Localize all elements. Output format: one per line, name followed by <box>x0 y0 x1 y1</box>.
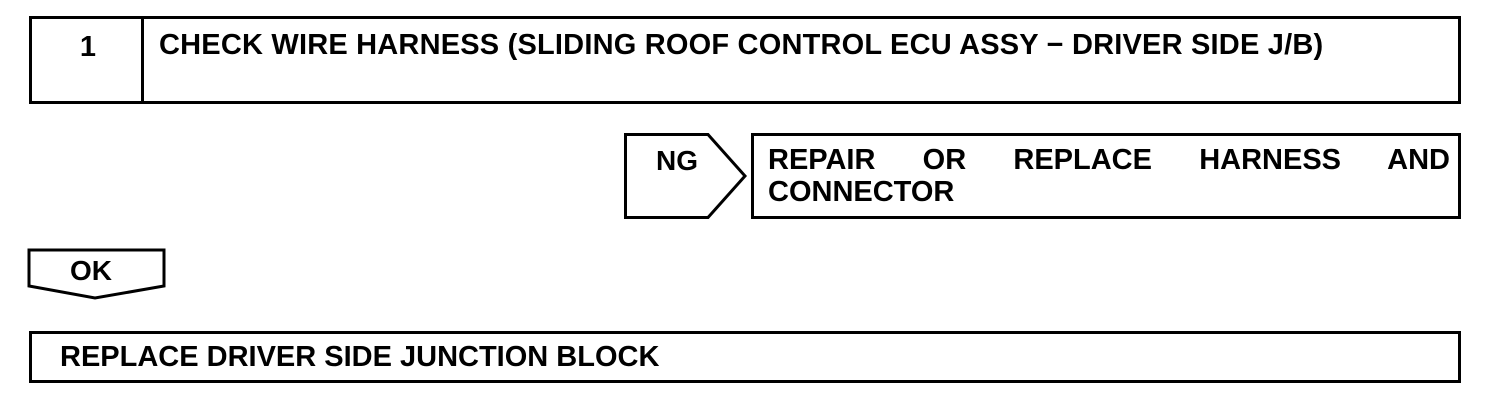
step-number-cell: 1 <box>32 19 144 101</box>
ok-label: OK <box>70 255 112 286</box>
step-number: 1 <box>79 31 97 63</box>
step-box: 1 CHECK WIRE HARNESS (SLIDING ROOF CONTR… <box>29 16 1461 104</box>
step-title: CHECK WIRE HARNESS (SLIDING ROOF CONTROL… <box>159 29 1324 61</box>
final-action-box: REPLACE DRIVER SIDE JUNCTION BLOCK <box>29 331 1461 383</box>
ng-result-text: REPAIR OR REPLACE HARNESS AND CONNECTOR <box>768 144 1450 208</box>
ng-label: NG <box>656 145 698 176</box>
ng-arrow-tab <box>624 133 748 219</box>
final-action-text: REPLACE DRIVER SIDE JUNCTION BLOCK <box>60 341 660 373</box>
ng-result-box: REPAIR OR REPLACE HARNESS AND CONNECTOR <box>751 133 1461 219</box>
ok-arrow-tab <box>27 248 166 300</box>
